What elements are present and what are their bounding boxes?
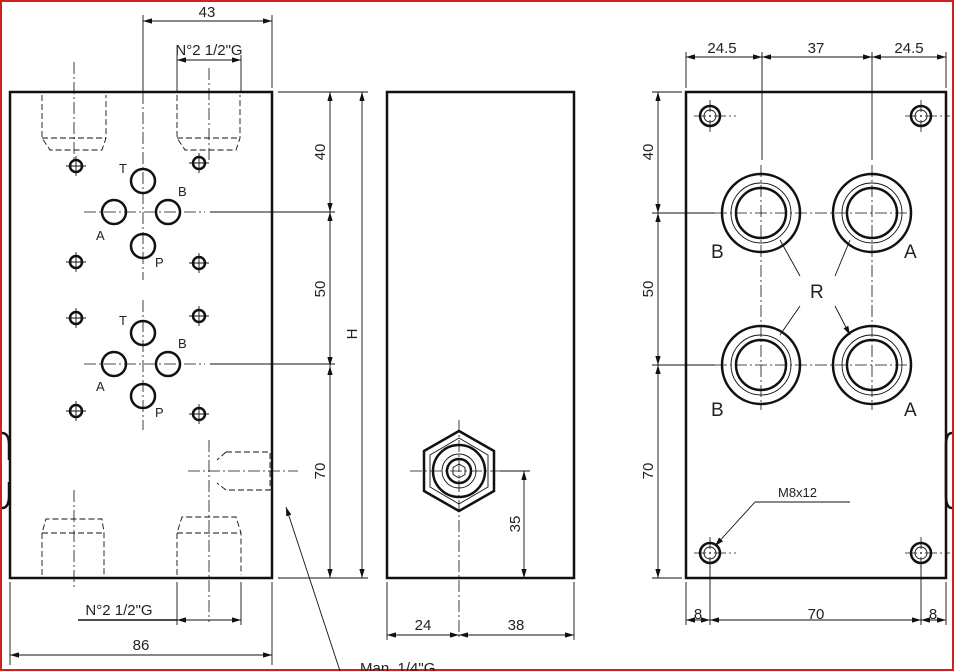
port-label-P: P — [155, 255, 164, 270]
dim-40: 40 — [640, 144, 657, 161]
dim-8-right: 8 — [929, 606, 937, 623]
port-label-T: T — [119, 161, 127, 176]
dim-70: 70 — [640, 463, 657, 480]
rear-ports — [715, 165, 915, 410]
dim-40: 40 — [312, 144, 329, 161]
dim-port-bottom: N°2 1/2"G — [85, 602, 152, 619]
side-body-outline — [385, 90, 576, 580]
port-label-B: B — [711, 400, 724, 421]
dim-50: 50 — [312, 281, 329, 298]
port-label-T: T — [119, 313, 127, 328]
dim-port-top: N°2 1/2"G — [175, 42, 242, 59]
dim-70: 70 — [312, 463, 329, 480]
port-label-P: P — [155, 405, 164, 420]
port-label-A: A — [904, 242, 917, 263]
port-label-A: A — [904, 400, 917, 421]
dim-35: 35 — [507, 516, 524, 533]
rear-view: 24.5 37 24.5 40 50 70 B A B A R — [640, 40, 953, 625]
dim-43: 43 — [199, 4, 216, 21]
port-label-B: B — [178, 336, 187, 351]
valve-interface-2: T A B P — [84, 300, 335, 430]
dim-8-left: 8 — [694, 606, 702, 623]
dim-86: 86 — [133, 637, 150, 654]
screw-holes — [694, 100, 950, 569]
dim-37: 37 — [808, 40, 825, 57]
dim-50: 50 — [640, 281, 657, 298]
port-label-A: A — [96, 379, 105, 394]
relief-label-R: R — [810, 282, 824, 303]
dim-70-bottom: 70 — [808, 606, 825, 623]
side-view: 35 24 38 — [385, 90, 576, 640]
front-view: 43 N°2 1/2"G T — [1, 4, 435, 671]
small-holes-front — [66, 153, 209, 424]
rear-body-outline — [684, 90, 948, 580]
valve-interface-1: T A B P — [84, 92, 335, 280]
port-label-A: A — [96, 228, 105, 243]
port-label-B: B — [178, 184, 187, 199]
dim-H: H — [344, 329, 361, 340]
dim-24-5-left: 24.5 — [707, 40, 736, 57]
screw-label: M8x12 — [778, 485, 817, 500]
dim-24: 24 — [415, 617, 432, 634]
gauge-port-label: Man. 1/4"G — [360, 660, 435, 671]
dim-38: 38 — [508, 617, 525, 634]
dim-24-5-right: 24.5 — [894, 40, 923, 57]
port-label-B: B — [711, 242, 724, 263]
front-body-outline — [8, 90, 274, 580]
